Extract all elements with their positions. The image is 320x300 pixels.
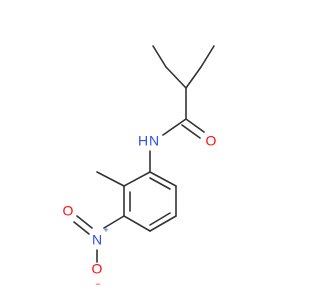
bond-ring-c1-c2 — [123, 171, 151, 187]
bond-nitro-double-2 — [76, 215, 93, 229]
nitro-n-charge: + — [103, 225, 108, 235]
nitro-oxygen-charge: − — [95, 279, 100, 289]
amide-n-label: N — [149, 133, 159, 149]
atom-nitro-o-minus: O − — [92, 261, 103, 289]
atom-nitro-n: N + — [92, 225, 109, 248]
bond-ring-inner-3 — [149, 177, 171, 190]
nitro-n-label: N — [92, 232, 102, 248]
bond-carbonyl-double-2 — [181, 124, 201, 139]
bond-ring-c3-c4 — [123, 215, 151, 232]
bond-ring-methyl — [96, 171, 125, 187]
bond-ethyl1-ch3-ch2 — [152, 45, 167, 68]
nitro-oxygen-single-label: O — [92, 261, 103, 277]
bond-carbonyl-amide-n — [162, 118, 187, 136]
nitro-oxygen-double-label: O — [63, 203, 74, 219]
bond-ring-inner-2 — [149, 212, 171, 226]
bond-nitro-double-1 — [73, 221, 90, 235]
bond-ethyl2-ch2-ch — [185, 66, 202, 89]
carbonyl-oxygen-label: O — [206, 133, 217, 149]
bond-ethyl1-ch2-ch — [165, 66, 187, 89]
bond-ring-nitro-n — [103, 215, 125, 229]
bond-ring-c4-c5 — [149, 215, 177, 232]
bond-ring-c6-c1 — [149, 171, 177, 187]
atom-amide-nh: N H — [138, 133, 159, 149]
bond-carbonyl-double-1 — [185, 118, 205, 133]
amide-h-label: H — [138, 133, 148, 149]
molecule-structure: N H O N + O O − — [62, 45, 217, 289]
bond-ethyl2-ch3-ch2 — [200, 45, 215, 68]
